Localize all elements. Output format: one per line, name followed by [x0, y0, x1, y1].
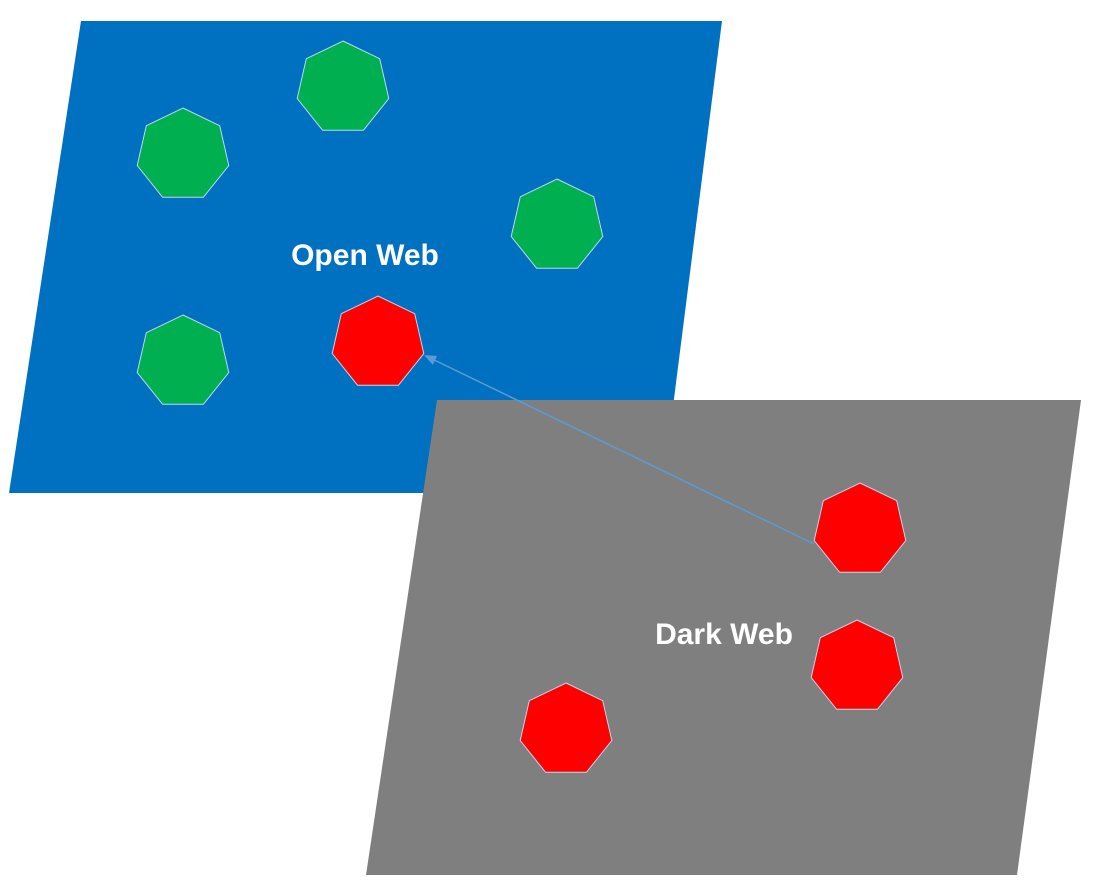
open-web-safe-node-3	[510, 178, 604, 269]
dark-web-plane-group: Dark Web	[366, 400, 1081, 875]
open-web-safe-node-1	[296, 40, 390, 131]
open-web-plane-group: Open Web	[9, 21, 722, 493]
dark-web-malicious-node-2	[810, 619, 904, 710]
dark-web-malicious-node-3	[519, 682, 613, 773]
open-web-label: Open Web	[291, 239, 439, 272]
open-web-malicious-node-5	[331, 295, 425, 386]
dark-web-label: Dark Web	[655, 618, 793, 651]
open-web-safe-node-4	[136, 314, 230, 405]
connection-arrow	[424, 355, 815, 545]
dark-web-nodes	[519, 482, 907, 773]
dark-web-malicious-node-1	[813, 482, 907, 573]
open-web-safe-node-2	[136, 107, 230, 198]
open-web-nodes	[136, 40, 604, 405]
